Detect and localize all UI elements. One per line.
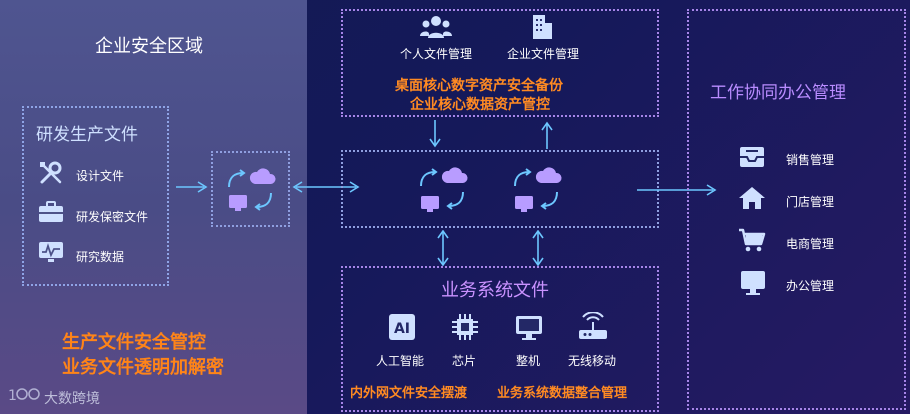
top-item-label: 个人文件管理 [400,47,473,61]
monitor-chart-icon [38,240,64,264]
top-slogan-line2: 企业核心数据资产管控 [410,97,550,113]
arrow-right-icon [637,184,717,196]
office-item-label: 电商管理 [786,237,835,251]
home-icon [738,185,766,211]
building-icon [530,13,554,41]
left-slogan-line2: 业务文件透明加解密 [62,357,224,378]
rd-item-label: 设计文件 [76,169,125,183]
top-item-label: 企业文件管理 [507,47,580,61]
double-arrow-vertical-icon [532,230,544,266]
enterprise-security-zone-title: 企业安全区域 [95,36,203,57]
briefcase-icon [38,200,64,224]
arrow-down-icon [429,120,441,148]
business-item-label: 整机 [516,354,541,368]
business-item-label: 芯片 [452,354,477,368]
left-slogan-line1: 生产文件安全管控 [62,332,206,353]
arrow-up-icon [541,121,553,149]
rd-item-label: 研发保密文件 [76,210,149,224]
top-file-management-box [341,9,659,117]
rd-item-label: 研究数据 [76,250,125,264]
router-icon [577,312,609,342]
top-slogan-line1: 桌面核心数字资产安全备份 [395,78,563,94]
left-sync-box [211,151,290,227]
cloud-sync-icon [413,160,473,220]
office-item-label: 销售管理 [786,153,835,167]
ai-icon: AI [388,313,416,341]
business-system-files-title: 业务系统文件 [441,280,549,301]
shopping-cart-icon [738,227,766,253]
watermark-text: 大数跨境 [44,391,100,407]
office-collaboration-title: 工作协同办公管理 [710,83,846,103]
business-item-label: 无线移动 [568,354,617,368]
arrow-right-icon [176,181,208,193]
business-slogan-right: 业务系统数据整合管理 [497,386,628,401]
inbox-tray-icon [738,143,766,169]
office-item-label: 门店管理 [786,195,835,209]
svg-text:AI: AI [394,321,410,337]
svg-text:1: 1 [8,388,17,404]
office-item-label: 办公管理 [786,279,835,293]
office-collaboration-box [687,9,906,410]
rd-production-files-title: 研发生产文件 [36,125,138,145]
business-item-label: 人工智能 [376,354,425,368]
chip-icon [451,313,479,341]
cloud-sync-icon [223,161,281,219]
double-arrow-vertical-icon [437,230,449,266]
watermark-logo-icon: 1 [8,384,44,406]
business-slogan-left: 内外网文件安全摆渡 [350,386,468,401]
business-system-files-box [341,266,659,412]
rd-production-files-box [22,106,169,286]
cloud-sync-icon [507,160,567,220]
wrench-screwdriver-icon [38,160,64,186]
users-icon [420,14,452,40]
monitor-icon [515,314,543,342]
desktop-icon [740,270,766,296]
double-arrow-icon [292,181,360,193]
central-sync-box [341,150,659,228]
